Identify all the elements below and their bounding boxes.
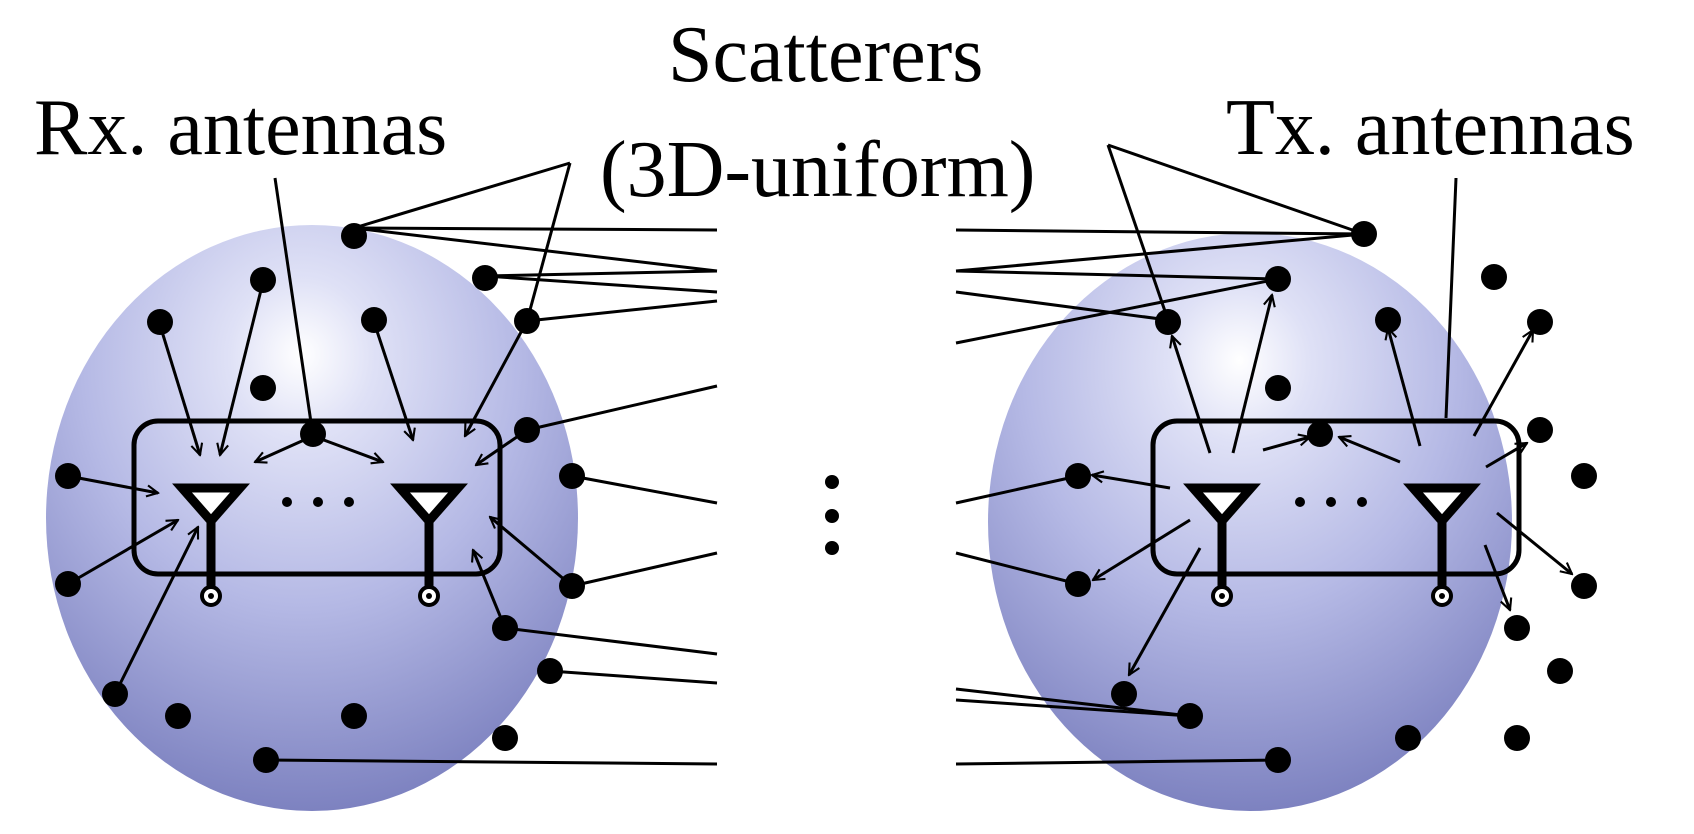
tx-antenna-2 [1403, 483, 1481, 607]
rx-antennas-label: Rx. antennas [34, 84, 448, 172]
rx-antenna-array-box [131, 418, 503, 577]
tx-sphere [988, 233, 1512, 811]
tx-antennas-label: Tx. antennas [1226, 84, 1635, 172]
rx-antenna-2 [390, 483, 468, 607]
scatterers-label-line2: (3D-uniform) [600, 126, 1036, 214]
rx-antenna-1 [172, 483, 250, 607]
tx-arrows [1092, 295, 1572, 675]
antenna-icon [172, 483, 250, 528]
multipath-lines [265, 226, 1365, 766]
scatterers-label-line1: Scatterers [668, 11, 984, 99]
antenna-icon [1183, 483, 1261, 528]
rx-ellipsis [282, 497, 354, 507]
tx-antenna-array-box [1150, 418, 1522, 577]
tx-ellipsis [1295, 497, 1367, 507]
rx-sphere [46, 225, 578, 811]
antenna-icon [390, 483, 468, 528]
tx-scatterers [1065, 221, 1597, 773]
tx-antenna-1 [1183, 483, 1261, 607]
rx-scatterers [55, 223, 585, 773]
label-leaders [273, 143, 1458, 437]
rx-arrows [67, 281, 573, 695]
antenna-icon [1403, 483, 1481, 528]
vertical-ellipsis-icon [825, 475, 839, 555]
